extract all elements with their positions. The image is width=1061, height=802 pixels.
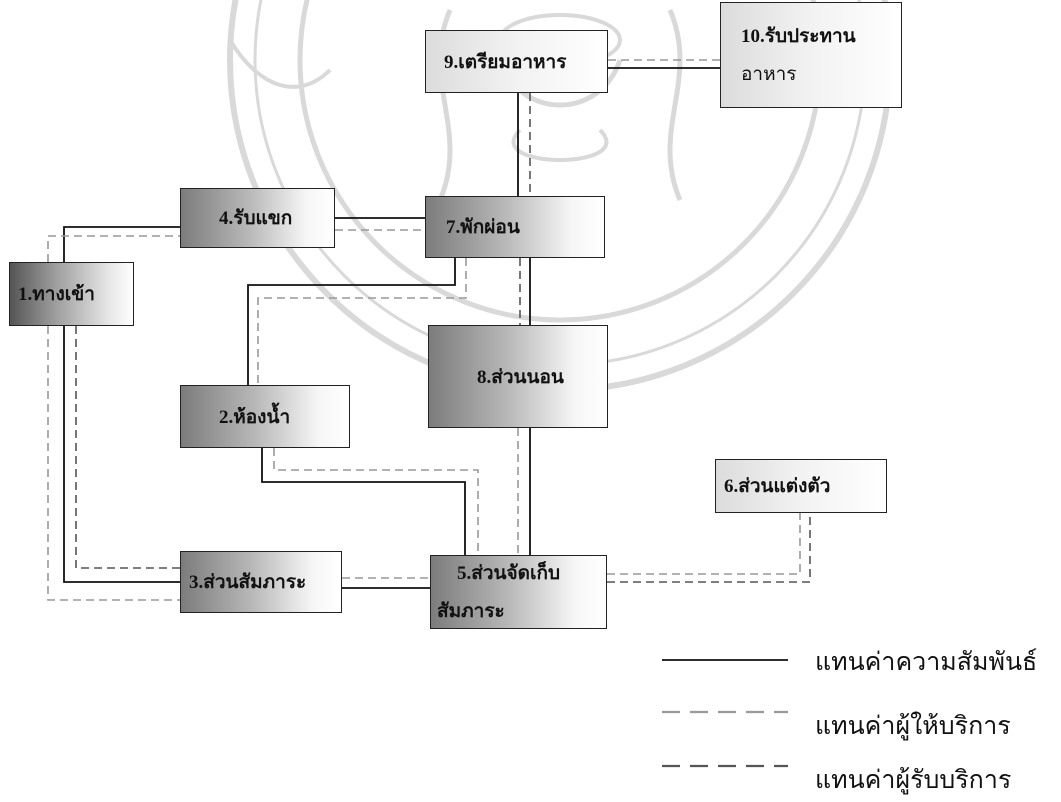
room-label: 3.ส่วนสัมภาระ	[189, 572, 307, 593]
room-label: 4.รับแขก	[219, 208, 293, 229]
legend-solid-line	[662, 659, 788, 661]
legend-provider-dash	[662, 710, 788, 714]
room-label: 6.ส่วนแต่งตัว	[724, 476, 831, 497]
room-bedroom: 8.ส่วนนอน	[428, 325, 608, 428]
room-rest: 7.พักผ่อน	[425, 196, 605, 258]
room-label-line2: สัมภาระ	[437, 601, 505, 622]
room-label: 9.เตรียมอาหาร	[444, 51, 567, 73]
room-food-prep: 9.เตรียมอาหาร	[425, 30, 608, 93]
legend-provider-label: แทนค่าผู้ให้บริการ	[815, 713, 1011, 740]
room-label: 7.พักผ่อน	[446, 217, 520, 238]
room-label-line1: 10.รับประทาน	[741, 26, 856, 47]
legend-receiver-dash	[662, 764, 788, 768]
room-entrance: 1.ทางเข้า	[9, 262, 134, 326]
room-label-line2: อาหาร	[741, 64, 797, 85]
room-dressing: 6.ส่วนแต่งตัว	[715, 459, 887, 513]
room-label: 2.ห้องน้ำ	[219, 406, 291, 428]
room-label: 8.ส่วนนอน	[477, 366, 564, 388]
room-luggage: 3.ส่วนสัมภาระ	[180, 551, 342, 613]
room-label-line1: 5.ส่วนจัดเก็บ	[457, 563, 561, 584]
room-luggage-storage: 5.ส่วนจัดเก็บ สัมภาระ	[430, 555, 607, 629]
legend-receiver-label: แทนค่าผู้รับบริการ	[815, 767, 1012, 794]
room-bathroom: 2.ห้องน้ำ	[180, 385, 350, 448]
room-dining: 10.รับประทาน อาหาร	[720, 2, 902, 108]
legend-relationship-label: แทนค่าความสัมพันธ์	[815, 649, 1038, 676]
room-guest-reception: 4.รับแขก	[180, 188, 335, 248]
room-label: 1.ทางเข้า	[18, 284, 95, 305]
